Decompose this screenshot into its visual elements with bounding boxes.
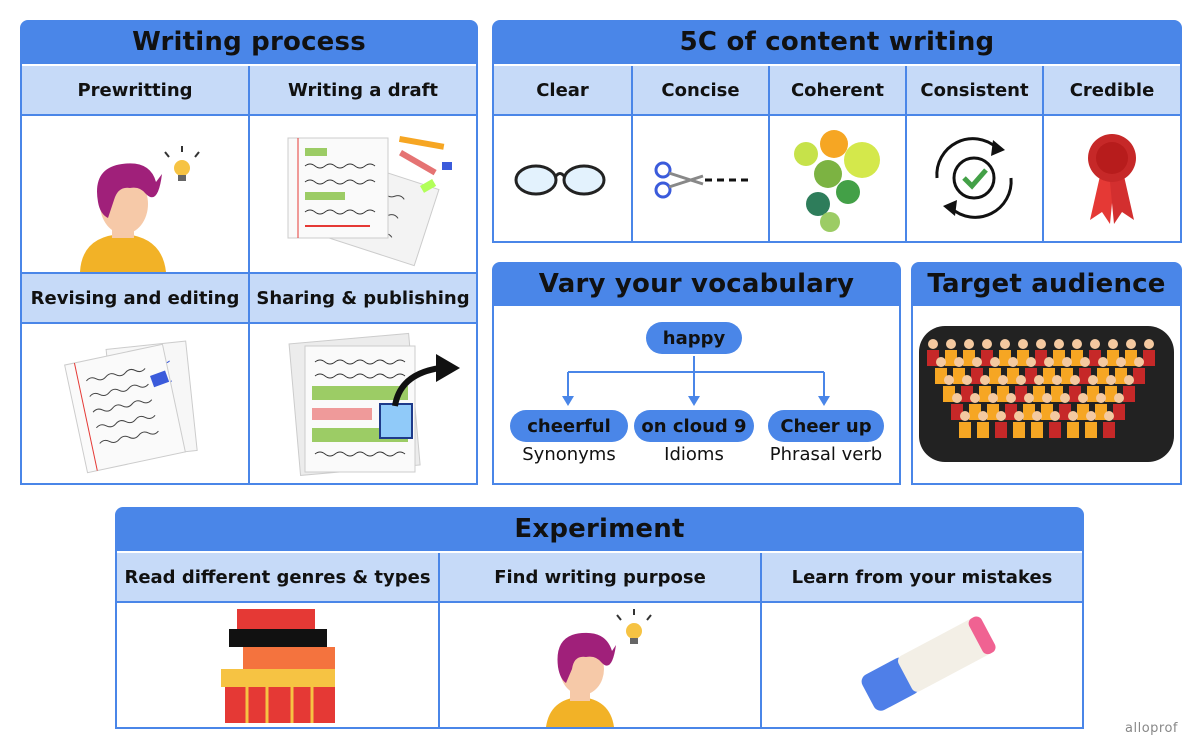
target-audience-title: Target audience <box>911 262 1182 306</box>
writing-process-title: Writing process <box>20 20 478 64</box>
experiment-header-read: Read different genres & types <box>117 553 438 601</box>
step-header-prewriting: Prewritting <box>22 66 248 114</box>
c-header-coherent: Coherent <box>770 66 905 114</box>
vocabulary-tree-lines <box>562 356 830 406</box>
step-header-publishing: Sharing & publishing <box>250 274 476 322</box>
idioms-label: Idioms <box>664 444 724 465</box>
glasses-icon <box>514 164 606 196</box>
five-c-title: 5C of content writing <box>492 20 1182 64</box>
ribbon-seal-icon <box>1088 134 1136 224</box>
writing-process-panel: Writing process Prewritting Writing a dr… <box>20 20 478 485</box>
publish-share-icon <box>288 332 460 476</box>
thinking-person-icon <box>546 609 652 727</box>
scissors-icon <box>654 161 751 199</box>
c-header-consistent: Consistent <box>907 66 1042 114</box>
vocabulary-panel: Vary your vocabulary happy cheerful on c… <box>492 262 901 485</box>
draft-papers-icon <box>287 136 452 267</box>
experiment-panel: Experiment Read different genres & types… <box>115 507 1084 729</box>
phrasal-verb-pill: Cheer up <box>768 410 884 442</box>
brand-logo: alloprof <box>1125 721 1178 736</box>
revising-papers-icon <box>64 340 198 474</box>
target-audience-panel: Target audience <box>911 262 1182 485</box>
idiom-pill: on cloud 9 <box>634 410 754 442</box>
experiment-title: Experiment <box>115 507 1084 551</box>
root-word-pill: happy <box>646 322 742 354</box>
synonym-pill: cheerful <box>510 410 628 442</box>
phrasal-verb-type-label: Phrasal verb <box>769 444 883 465</box>
c-header-clear: Clear <box>494 66 631 114</box>
c-header-concise: Concise <box>633 66 768 114</box>
experiment-header-mistakes: Learn from your mistakes <box>762 553 1082 601</box>
five-c-panel: 5C of content writing Clear Concise Cohe… <box>492 20 1182 243</box>
audience-crowd-icon <box>919 326 1174 462</box>
gears-icon <box>794 130 880 232</box>
step-header-revising: Revising and editing <box>22 274 248 322</box>
eraser-icon <box>861 616 996 711</box>
step-header-draft: Writing a draft <box>250 66 476 114</box>
books-stack-icon <box>221 609 335 723</box>
cycle-check-icon <box>935 137 1013 219</box>
experiment-header-purpose: Find writing purpose <box>440 553 760 601</box>
vocabulary-title: Vary your vocabulary <box>492 262 901 306</box>
synonyms-label: Synonyms <box>522 444 616 465</box>
c-header-credible: Credible <box>1044 66 1180 114</box>
thinking-person-icon <box>80 146 200 272</box>
